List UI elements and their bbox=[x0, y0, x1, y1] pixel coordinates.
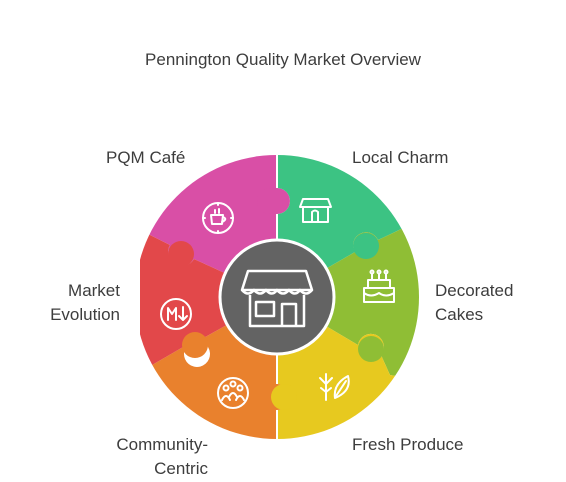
cake-icon bbox=[363, 269, 395, 303]
label-fresh-produce: Fresh Produce bbox=[352, 435, 464, 454]
market-stall-icon bbox=[240, 269, 314, 328]
storefront-icon bbox=[299, 198, 332, 223]
diagram-title: Pennington Quality Market Overview bbox=[145, 50, 421, 69]
label-decorated-cakes: Decorated Cakes bbox=[435, 281, 514, 324]
segment-decorated-cakes bbox=[277, 220, 419, 380]
label-local-charm: Local Charm bbox=[352, 148, 449, 167]
produce-icon bbox=[319, 373, 350, 401]
clock-cup-icon bbox=[202, 202, 234, 234]
segment-market-evolution bbox=[140, 230, 277, 372]
label-pqm-cafe: PQM Café bbox=[106, 148, 186, 167]
market-evolution-icon bbox=[160, 298, 192, 330]
center-circle bbox=[218, 238, 336, 356]
community-icon bbox=[217, 377, 249, 409]
label-community-centric: Community-Centric bbox=[116, 435, 208, 478]
label-market-evolution: Market Evolution bbox=[50, 281, 120, 324]
